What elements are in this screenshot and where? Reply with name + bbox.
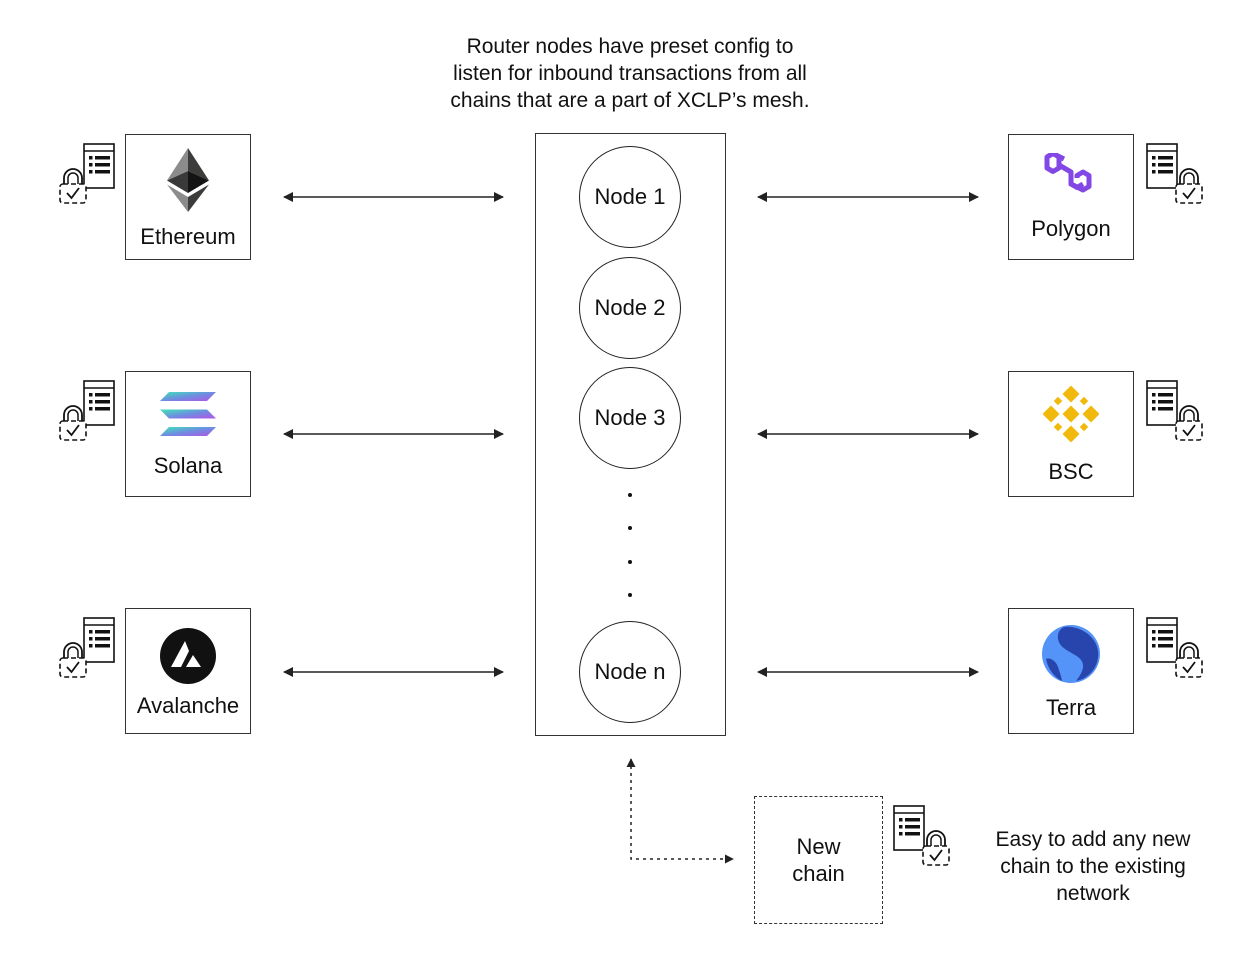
ellipsis-dot bbox=[628, 493, 632, 497]
node-n: Node n bbox=[579, 621, 681, 723]
ellipsis-dot bbox=[628, 560, 632, 564]
node-1: Node 1 bbox=[579, 146, 681, 248]
node-label: Node 2 bbox=[594, 295, 666, 320]
chain-avalanche: Avalanche bbox=[125, 608, 251, 734]
node-2: Node 2 bbox=[579, 257, 681, 359]
chain-solana: Solana bbox=[125, 371, 251, 497]
document-lock-icon bbox=[59, 617, 115, 678]
chain-label: Avalanche bbox=[136, 693, 240, 718]
chain-ethereum: Ethereum bbox=[125, 134, 251, 260]
node-label: Node 1 bbox=[594, 184, 666, 209]
node-label: Node n bbox=[594, 659, 666, 684]
chain-terra: Terra bbox=[1008, 608, 1134, 734]
chain-polygon: Polygon bbox=[1008, 134, 1134, 260]
chain-bsc: BSC bbox=[1008, 371, 1134, 497]
document-lock-icon bbox=[1146, 143, 1203, 204]
chain-label: Polygon bbox=[1031, 216, 1111, 241]
router-container bbox=[535, 133, 726, 736]
polygon-logo bbox=[1009, 153, 1133, 199]
ellipsis-dot bbox=[628, 526, 632, 530]
ellipsis-dot bbox=[628, 593, 632, 597]
document-lock-icon bbox=[893, 805, 950, 866]
caption-easy-add: Easy to add any new chain to the existin… bbox=[995, 828, 1191, 905]
chain-label: BSC bbox=[1048, 459, 1094, 484]
node-3: Node 3 bbox=[579, 367, 681, 469]
dashed-arrow-new-chain bbox=[626, 758, 734, 864]
document-lock-icon bbox=[1146, 380, 1203, 441]
node-label: Node 3 bbox=[594, 405, 666, 430]
chain-label: Terra bbox=[1045, 695, 1097, 720]
terra-logo bbox=[1009, 623, 1133, 685]
avalanche-logo bbox=[126, 627, 250, 685]
document-lock-icon bbox=[1146, 617, 1203, 678]
new-chain-label: New chain bbox=[792, 834, 845, 886]
caption-router-nodes: Router nodes have preset config to liste… bbox=[450, 35, 810, 112]
document-lock-icon bbox=[59, 380, 115, 441]
new-chain-box: New chain bbox=[754, 796, 883, 924]
document-lock-icon bbox=[59, 143, 115, 204]
solana-logo bbox=[126, 392, 250, 436]
ethereum-logo bbox=[126, 148, 250, 212]
chain-label: Ethereum bbox=[140, 224, 236, 249]
chain-label: Solana bbox=[153, 453, 223, 478]
bnb-logo bbox=[1009, 386, 1133, 442]
